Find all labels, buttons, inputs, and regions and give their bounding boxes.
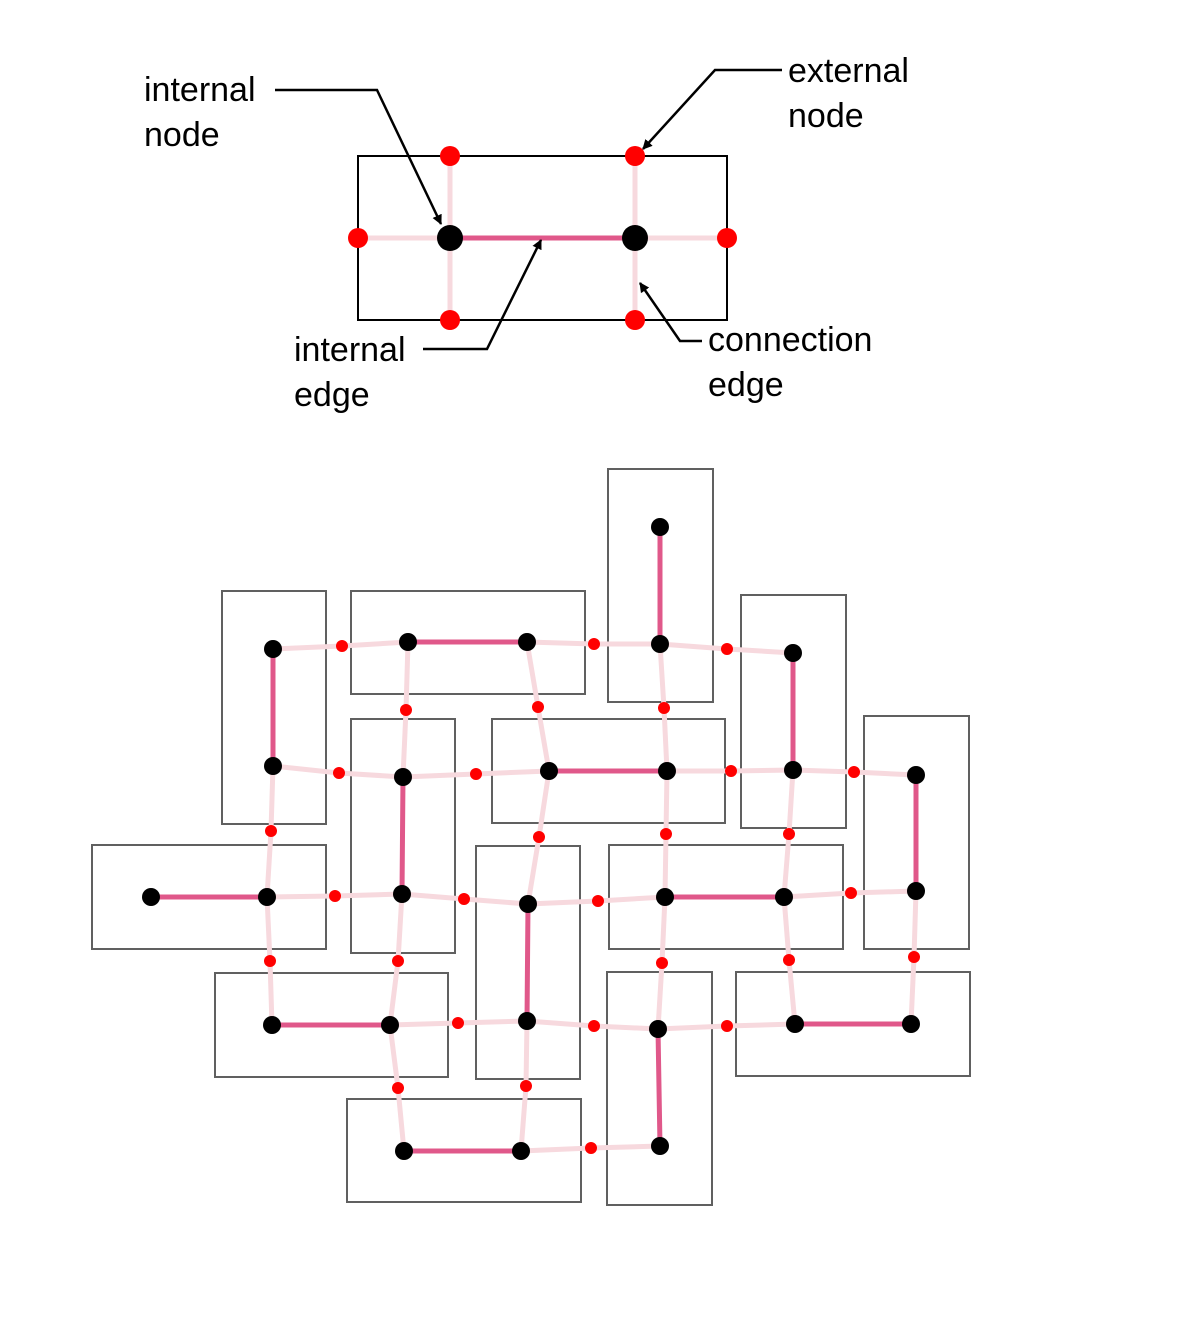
legend-internal-node	[622, 225, 648, 251]
internal-edge-label-line1: internal	[294, 331, 406, 369]
legend-tile	[348, 146, 737, 330]
legend-external-node	[440, 146, 460, 166]
external-node	[845, 887, 857, 899]
external-node	[520, 1080, 532, 1092]
tile	[608, 844, 844, 950]
internal-edge-label: internal edge	[294, 328, 406, 418]
connection-edge-leader	[638, 282, 702, 343]
internal-node	[649, 1020, 667, 1038]
internal-node	[775, 888, 793, 906]
external-node	[532, 701, 544, 713]
internal-nodes	[142, 518, 925, 1160]
external-node	[725, 765, 737, 777]
internal-node	[263, 1016, 281, 1034]
internal-node	[264, 640, 282, 658]
external-node	[400, 704, 412, 716]
internal-node	[651, 1137, 669, 1155]
external-node	[783, 954, 795, 966]
external-node-label-line2: node	[788, 97, 864, 135]
internal-node	[518, 1012, 536, 1030]
tile	[221, 590, 327, 825]
external-node	[658, 702, 670, 714]
tile	[740, 594, 847, 829]
internal-node	[902, 1015, 920, 1033]
external-node	[585, 1142, 597, 1154]
external-node	[848, 766, 860, 778]
external-nodes	[264, 638, 920, 1154]
external-node-label-line1: external	[788, 52, 909, 90]
internal-edges	[148, 524, 919, 1154]
internal-node	[540, 762, 558, 780]
external-node	[264, 955, 276, 967]
internal-node-label-line2: node	[144, 116, 220, 154]
internal-node	[519, 895, 537, 913]
connection-edge-label-line2: edge	[708, 366, 784, 404]
legend-leaders	[275, 68, 782, 351]
internal-edge-label-line2: edge	[294, 376, 370, 414]
legend-external-node	[625, 310, 645, 330]
internal-node	[258, 888, 276, 906]
external-node	[721, 1020, 733, 1032]
internal-node	[784, 761, 802, 779]
tile	[607, 468, 714, 703]
internal-node	[907, 882, 925, 900]
external-node-label: external node	[788, 49, 909, 139]
internal-node	[518, 633, 536, 651]
external-node	[329, 890, 341, 902]
internal-node	[512, 1142, 530, 1160]
external-node	[588, 638, 600, 650]
external-node	[470, 768, 482, 780]
external-node	[265, 825, 277, 837]
external-node	[783, 828, 795, 840]
internal-edge-leader	[423, 239, 543, 351]
external-node	[588, 1020, 600, 1032]
external-node	[333, 767, 345, 779]
internal-node	[656, 888, 674, 906]
legend-external-node	[625, 146, 645, 166]
internal-node-label: internal node	[144, 68, 256, 158]
connection-edge-label: connection edge	[708, 318, 872, 408]
external-node	[592, 895, 604, 907]
internal-node	[264, 757, 282, 775]
external-node	[452, 1017, 464, 1029]
legend-external-node	[348, 228, 368, 248]
internal-node-leader	[275, 88, 443, 225]
internal-node	[907, 766, 925, 784]
internal-node	[784, 644, 802, 662]
external-node	[458, 893, 470, 905]
internal-node	[142, 888, 160, 906]
legend-external-node	[717, 228, 737, 248]
external-node	[908, 951, 920, 963]
tile-outlines	[91, 468, 971, 1206]
internal-node	[658, 762, 676, 780]
internal-node	[393, 885, 411, 903]
internal-node	[395, 1142, 413, 1160]
internal-node	[381, 1016, 399, 1034]
internal-node	[786, 1015, 804, 1033]
legend-connection-edges	[355, 153, 730, 323]
internal-node-label-line1: internal	[144, 71, 256, 109]
tile	[350, 718, 456, 954]
external-node	[721, 643, 733, 655]
internal-node	[651, 635, 669, 653]
external-node-leader	[642, 68, 782, 150]
connection-edge-label-line1: connection	[708, 321, 873, 359]
legend-external-node	[440, 310, 460, 330]
external-node	[336, 640, 348, 652]
internal-node	[394, 768, 412, 786]
external-node	[660, 828, 672, 840]
legend-internal-node	[437, 225, 463, 251]
internal-node	[651, 518, 669, 536]
external-node	[533, 831, 545, 843]
internal-node	[399, 633, 417, 651]
external-node	[392, 955, 404, 967]
external-node	[656, 957, 668, 969]
external-node	[392, 1082, 404, 1094]
